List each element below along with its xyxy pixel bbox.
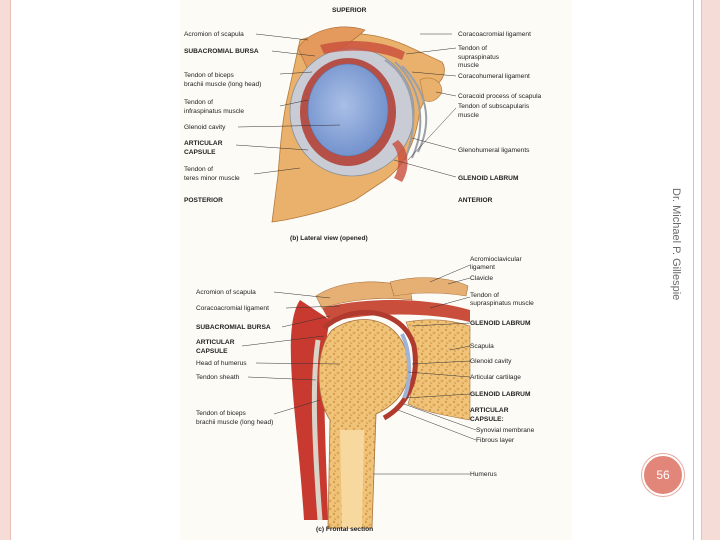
label-b-left-2: Tendon of biceps: [184, 72, 235, 79]
label-b-right-4: Coracohumeral ligament: [458, 73, 530, 80]
label-b-left-3: brachii muscle (long head): [184, 81, 261, 88]
figure-b-leader-lines: [235, 33, 457, 178]
subscapularis-tendon-shape: [392, 140, 408, 182]
label-b-left-9: Tendon of: [184, 166, 213, 173]
figure-c-frontal-section: [290, 277, 471, 529]
label-b-right-1: Tendon of: [458, 45, 487, 52]
label-b-left-0: Acromion of scapula: [184, 31, 244, 38]
label-c-left-0: Acromion of scapula: [196, 289, 256, 296]
supraspinatus-tendon-shape: [320, 40, 405, 60]
slide-frame-left: [0, 0, 11, 540]
label-c-right-7: Glenoid cavity: [470, 358, 512, 365]
articular-cartilage-shape: [400, 333, 412, 399]
label-c-right-14: Humerus: [470, 471, 497, 478]
figure-b-lateral-view: [271, 26, 445, 223]
label-superior: SUPERIOR: [332, 7, 367, 14]
shoulder-joint-illustration: SUPERIOR Acromion of scapula SUBACROMIAL…: [184, 7, 542, 533]
label-b-left-8: CAPSULE: [184, 149, 216, 156]
acromion-c-shape: [315, 281, 413, 309]
label-c-right-1: ligament: [470, 264, 495, 271]
articular-capsule-c-shape: [322, 309, 418, 421]
label-c-right-9: GLENOID LABRUM: [470, 391, 531, 398]
label-c-left-4: CAPSULE: [196, 348, 228, 355]
label-b-right-6: Tendon of subscapularis: [458, 103, 530, 110]
label-b-right-3: muscle: [458, 62, 479, 69]
label-b-right-0: Coracoacromial ligament: [458, 31, 531, 38]
author-credit: Dr. Michael P. Gillespie: [668, 188, 684, 318]
page-number-text: 56: [656, 468, 670, 482]
label-c-left-6: Tendon sheath: [196, 374, 240, 381]
label-c-right-8: Articular cartilage: [470, 374, 521, 381]
label-c-right-11: CAPSULE:: [470, 416, 504, 423]
label-c-right-2: Clavicle: [470, 275, 493, 282]
label-c-right-6: Scapula: [470, 343, 494, 350]
figure-c-leader-lines: [241, 264, 477, 475]
anatomy-plate: SUPERIOR Acromion of scapula SUBACROMIAL…: [180, 0, 572, 540]
label-c-left-1: Coracoacromial ligament: [196, 305, 269, 312]
label-c-right-12: Synovial membrane: [476, 427, 535, 434]
author-credit-text: Dr. Michael P. Gillespie: [670, 188, 682, 301]
label-c-right-10: ARTICULAR: [470, 407, 509, 414]
label-b-right-2: supraspinatus: [458, 54, 500, 61]
label-c-right-5: GLENOID LABRUM: [470, 320, 531, 327]
glenohumeral-ligaments-shape: [384, 59, 428, 161]
label-posterior: POSTERIOR: [184, 197, 223, 204]
label-b-right-8: Glenohumeral ligaments: [458, 147, 530, 154]
biceps-tendon-shape: [311, 339, 323, 521]
caption-figure-b: (b) Lateral view (opened): [290, 235, 368, 242]
clavicle-shape: [389, 277, 469, 297]
humerus-shape: [318, 319, 409, 529]
label-b-right-7: muscle: [458, 112, 479, 119]
slide-frame-right: [701, 0, 720, 540]
label-b-left-6: Glenoid cavity: [184, 124, 226, 131]
label-b-left-7: ARTICULAR: [184, 140, 223, 147]
page-number-badge: 56: [642, 454, 684, 496]
label-b-left-10: teres minor muscle: [184, 175, 240, 182]
label-b-left-4: Tendon of: [184, 99, 213, 106]
label-c-right-4: supraspinatus muscle: [470, 300, 534, 307]
label-b-left-5: infraspinatus muscle: [184, 108, 244, 115]
label-b-left-1: SUBACROMIAL BURSA: [184, 48, 259, 55]
label-c-left-3: ARTICULAR: [196, 339, 235, 346]
label-b-right-9: GLENOID LABRUM: [458, 175, 519, 182]
label-c-left-8: brachii muscle (long head): [196, 419, 273, 426]
deltoid-muscle-shape: [290, 300, 330, 520]
label-anterior: ANTERIOR: [458, 197, 493, 204]
slide-frame-rule: [693, 0, 694, 540]
label-c-left-2: SUBACROMIAL BURSA: [196, 324, 271, 331]
label-b-right-5: Coracoid process of scapula: [458, 93, 542, 100]
label-c-right-3: Tendon of: [470, 292, 499, 299]
coracoid-process-shape: [419, 77, 443, 102]
label-c-left-5: Head of humerus: [196, 360, 247, 367]
label-c-left-7: Tendon of biceps: [196, 410, 247, 417]
label-c-right-0: Acromioclavicular: [470, 256, 522, 263]
label-c-right-13: Fibrous layer: [476, 437, 515, 444]
caption-figure-c: (c) Frontal section: [316, 526, 373, 533]
glenoid-cavity-shape: [307, 63, 389, 157]
medullary-cavity-shape: [340, 430, 364, 528]
supraspinatus-c-shape: [322, 299, 470, 322]
